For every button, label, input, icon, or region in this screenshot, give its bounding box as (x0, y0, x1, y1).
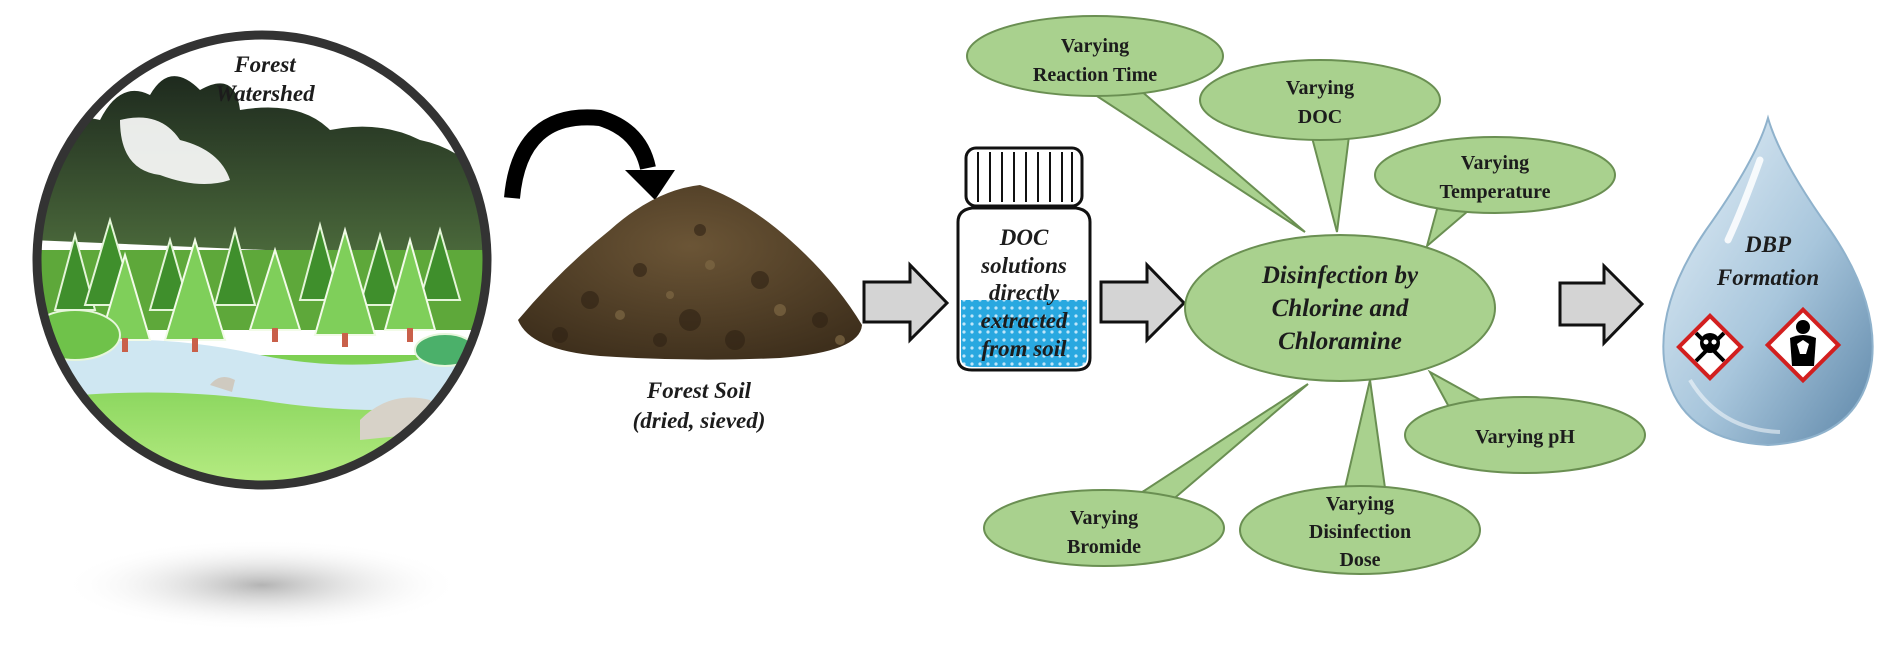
bubble-disinfection-dose (1239, 379, 1481, 575)
block-arrow-icon (862, 261, 950, 344)
skull-crossbones-icon (1676, 313, 1744, 381)
block-arrow-icon (1558, 262, 1645, 347)
forest-soil-pile (518, 185, 862, 360)
bubble-reaction-time-line2: Reaction Time (1033, 64, 1157, 86)
block-arrow-icon (1099, 261, 1187, 344)
watershed-frame (32, 30, 492, 490)
bottle-label-line3: directly (989, 280, 1060, 305)
droplet-label-line1: DBP (1744, 232, 1792, 257)
bubble-dose-line2: Disinfection (1309, 521, 1411, 543)
watershed-title-line2: Watershed (215, 81, 315, 106)
bubble-bromide (983, 383, 1309, 567)
bubble-doc-line1: Varying (1286, 77, 1354, 99)
bubble-doc (1199, 59, 1441, 233)
bubble-ph-line1: Varying pH (1475, 426, 1575, 448)
bubble-reaction-time (966, 15, 1306, 233)
bubble-temperature (1374, 136, 1616, 249)
soil-caption-line2: (dried, sieved) (633, 408, 766, 433)
center-label-line1: Disinfection by (1261, 262, 1419, 289)
watershed-title-line1: Forest (233, 52, 296, 77)
center-disinfection-ellipse (1184, 234, 1496, 382)
forest-watershed-illustration: Forest Watershed (32, 30, 492, 631)
curved-arrow-icon (504, 109, 675, 200)
soil-caption-line1: Forest Soil (646, 378, 752, 403)
watershed-shadow (62, 539, 462, 631)
bubble-ph (1404, 369, 1646, 474)
bottle-label-line5: from soil (982, 336, 1068, 361)
bubble-temperature-line1: Varying (1461, 152, 1529, 174)
droplet-label-line2: Formation (1716, 265, 1819, 290)
bubble-bromide-line2: Bromide (1067, 536, 1141, 558)
bubble-doc-line2: DOC (1298, 106, 1342, 128)
bubble-bromide-line1: Varying (1070, 507, 1138, 529)
bubble-dose-line1: Varying (1326, 493, 1394, 515)
health-hazard-icon (1764, 306, 1842, 384)
doc-solution-bottle (956, 146, 1092, 372)
bubble-reaction-time-line1: Varying (1061, 35, 1129, 57)
bottle-label-line1: DOC (999, 225, 1049, 250)
bubble-temperature-line2: Temperature (1439, 181, 1550, 203)
bottle-label-line4: extracted (981, 308, 1068, 333)
center-label-line2: Chlorine and (1272, 295, 1409, 322)
bubble-dose-line3: Dose (1339, 549, 1380, 571)
center-label-line3: Chloramine (1278, 328, 1402, 355)
bottle-label-line2: solutions (980, 253, 1067, 278)
